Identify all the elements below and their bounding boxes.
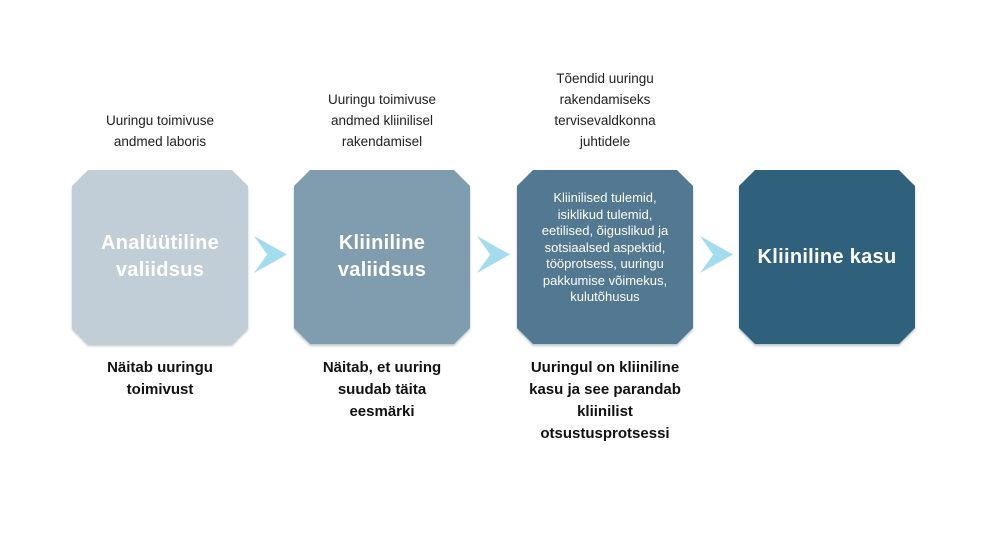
stage-analytical-validity: Uuringu toimivuse andmed laboris Analüüt… [50,0,270,540]
stage-box: Kliiniline valiidsus [294,170,470,344]
stage-clinical-utility-evidence: Tõendid uuringu rakendamiseks terviseval… [495,0,715,540]
stage-top-caption: Uuringu toimivuse andmed kliinilisel rak… [327,92,437,149]
stage-box-wrapper: Kliinilised tulemid, isiklikud tulemid, … [517,170,693,344]
stage-top-caption: Uuringu toimivuse andmed laboris [105,113,215,149]
stage-box-wrapper: Kliiniline kasu [739,170,915,344]
stage-box-body-text: Kliinilised tulemid, isiklikud tulemid, … [541,190,669,305]
stage-box-title: Analüütiline valiidsus [100,232,220,281]
stage-box: Kliiniline kasu [739,170,915,344]
stage-bottom-caption: Näitab, et uuring suudab täita eesmärki [322,359,442,420]
stage-clinical-validity: Uuringu toimivuse andmed kliinilisel rak… [272,0,492,540]
stage-box: Analüütiline valiidsus [72,170,248,344]
stage-bottom-caption: Uuringul on kliiniline kasu ja see paran… [529,359,681,442]
stage-box-title: Kliiniline valiidsus [337,232,427,281]
stage-bottom-caption: Näitab uuringu toimivust [107,359,213,398]
stage-clinical-benefit: Kliiniline kasu [717,0,937,540]
stage-box-title: Kliiniline kasu [757,245,897,268]
stage-box: Kliinilised tulemid, isiklikud tulemid, … [517,170,693,344]
stage-top-caption: Tõendid uuringu rakendamiseks terviseval… [554,71,656,149]
stage-box-wrapper: Analüütiline valiidsus [72,170,248,344]
stage-box-wrapper: Kliiniline valiidsus [294,170,470,344]
